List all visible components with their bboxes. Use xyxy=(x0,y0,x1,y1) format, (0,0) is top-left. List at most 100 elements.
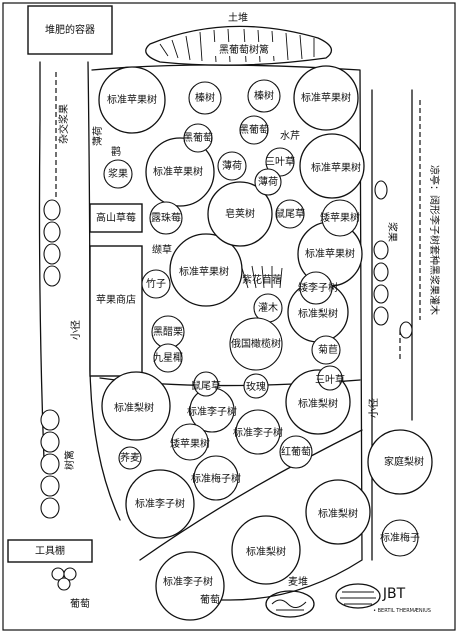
sage-1-label: 鼠尾草 xyxy=(275,207,305,220)
red-grape-label: 红葡萄 xyxy=(281,445,311,458)
apple-3-label: 标准苹果树 xyxy=(153,165,203,178)
signature: JBT xyxy=(382,586,406,602)
home-pear-label: 家庭梨树 xyxy=(384,455,424,468)
mint-2-label: 薄荷 xyxy=(222,159,242,172)
red-grape xyxy=(279,435,313,469)
apricot xyxy=(193,455,239,501)
standard-plum-tree-4 xyxy=(235,409,281,455)
plum-3-label: 标准李子树 xyxy=(187,405,237,418)
lemon-balm-label: 缬草 xyxy=(152,243,172,256)
sage-2 xyxy=(193,371,219,397)
apple-1-label: 标准苹果树 xyxy=(107,93,157,106)
mint-3-label: 薄荷 xyxy=(258,175,278,188)
fruit-1 xyxy=(103,159,133,189)
plum-2-label: 标准李子树 xyxy=(163,575,213,588)
pear-4-label: 标准梨树 xyxy=(318,507,358,520)
strawberry xyxy=(149,201,183,235)
hazel-1 xyxy=(188,81,222,115)
lavender-hatch xyxy=(241,265,283,289)
dwarf-apple-2-label: 矮苹果树 xyxy=(170,437,210,450)
standard-pear-tree-1 xyxy=(101,371,171,441)
apple-shop-label: 苹果商店 xyxy=(96,293,136,306)
plum-1-label: 标准李子树 xyxy=(135,497,185,510)
mound-top: 黑葡萄树篱 土堆 xyxy=(145,11,333,66)
gooseberry-label: 黑醋栗 xyxy=(153,325,183,338)
lavender-label: 紫花苜蓿 xyxy=(242,273,282,286)
aronia-label: 九星椰 xyxy=(153,351,183,364)
oats-label: 荞麦 xyxy=(120,452,140,464)
apple-6-label: 标准苹果树 xyxy=(305,247,355,260)
path-right-label: 小径 xyxy=(367,398,380,418)
hazel-2-label: 榛树 xyxy=(254,89,274,102)
hedge-left xyxy=(40,199,61,519)
blackcurrant-1 xyxy=(183,123,213,153)
pear-3-label: 标准梨树 xyxy=(298,397,338,410)
compost-box xyxy=(27,5,113,55)
pear-5-label: 标准梨树 xyxy=(246,545,286,558)
mint-3 xyxy=(254,168,282,196)
dwarf-apple-1 xyxy=(321,199,359,237)
strawberry-label: 露珠莓 xyxy=(151,211,181,224)
apple-2-label: 标准苹果树 xyxy=(301,91,351,104)
pear-1-label: 标准梨树 xyxy=(114,401,154,414)
oats xyxy=(118,446,142,470)
grape-bottom-label: 葡萄 xyxy=(200,593,220,606)
side-berries-label: 浆果 xyxy=(386,222,399,242)
mound-top-label: 土堆 xyxy=(228,11,248,24)
standard-apple-tree-3 xyxy=(145,137,215,207)
blackcurrant-2-label: 黑葡萄 xyxy=(239,123,269,136)
tool-shed xyxy=(7,539,93,563)
fruit-1-label: 浆果 xyxy=(108,167,128,180)
mint-1-label: 薄荷 xyxy=(91,126,104,146)
blackcurrant-2 xyxy=(239,115,269,145)
dwarf-plum-label: 矮李子树 xyxy=(298,281,338,294)
standard-apple-tree-4 xyxy=(299,133,365,199)
chicory-label: 菊苣 xyxy=(318,344,338,356)
dwarf-apple-label: 矮苹果树 xyxy=(320,211,360,224)
home-pear-tree xyxy=(367,429,433,495)
standard-apple-tree-1 xyxy=(98,66,166,134)
goji xyxy=(141,269,171,299)
standard-plum-tree-1 xyxy=(125,469,195,539)
sage-2-label: 鼠尾草 xyxy=(191,379,221,392)
clover-1-label: 三叶草 xyxy=(265,156,295,168)
plum-4-label: 标准李子树 xyxy=(233,426,283,439)
dwarf-apple-2 xyxy=(171,423,209,461)
apricot-2 xyxy=(381,519,419,557)
alpine-strawberry-label: 高山草莓 xyxy=(96,211,136,224)
hazel-2 xyxy=(247,79,281,113)
right-shrubs xyxy=(373,180,413,339)
inner-path-curve-2 xyxy=(139,429,363,561)
hazel-1-label: 榛树 xyxy=(195,91,215,104)
path-left-edge-1 xyxy=(38,61,45,461)
wheat-mound-1 xyxy=(265,590,315,618)
sage-1 xyxy=(275,199,305,229)
clover-2-label: 三叶草 xyxy=(315,374,345,386)
blackcurrant-1-label: 黑葡萄 xyxy=(183,131,213,144)
hedge-blackcurrant-label: 黑葡萄树篱 xyxy=(219,43,269,56)
apple-shop-box xyxy=(89,245,143,377)
dwarf-plum xyxy=(299,271,333,305)
goji-label: 竹子 xyxy=(146,277,166,290)
path-left-label: 小径 xyxy=(69,320,82,340)
chicory xyxy=(311,335,341,365)
rose xyxy=(243,373,269,399)
standard-pear-tree-5 xyxy=(231,515,301,585)
hybrid-berry-label: 杂交浆果 xyxy=(57,104,70,144)
sorrel-label: 鹳 xyxy=(111,145,121,158)
signature-small: • BERTIL THERMÆNIUS xyxy=(373,608,431,614)
apple-4-label: 标准苹果树 xyxy=(311,161,361,174)
honey-locust-label: 皂荚树 xyxy=(225,207,255,220)
standard-apple-tree-2 xyxy=(293,65,359,131)
compost-label: 堆肥的容器 xyxy=(45,23,95,36)
apricot-2-label: 标准梅子 xyxy=(380,531,420,544)
standard-plum-tree-2 xyxy=(155,551,225,621)
grape-bottom-left-label: 葡萄 xyxy=(70,597,90,610)
hedge-left-label: 树篱 xyxy=(63,450,76,470)
aronia xyxy=(153,343,183,373)
watercress-label: 水芹 xyxy=(280,130,300,142)
wheat-mound-2 xyxy=(335,583,381,609)
pear-2-label: 标准梨树 xyxy=(298,307,338,320)
